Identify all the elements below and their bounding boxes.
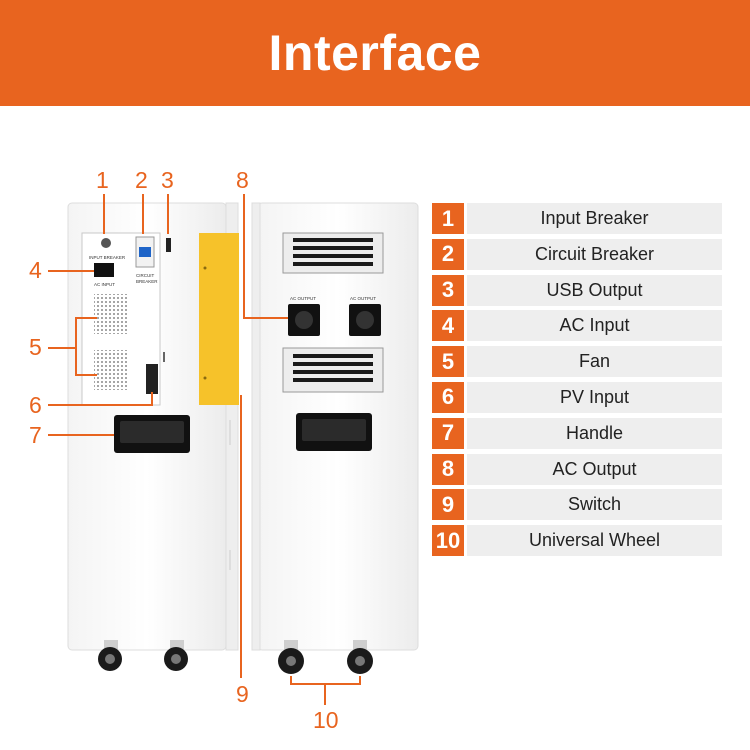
fan-grill-top <box>94 294 128 334</box>
ac-input-socket <box>94 263 114 277</box>
yellow-side-panel <box>199 233 239 405</box>
legend-number: 6 <box>432 381 464 413</box>
legend-number: 5 <box>432 346 464 378</box>
callout-1: 1 <box>96 167 109 193</box>
right-unit-front: AC OUTPUT AC OUTPUT <box>251 202 419 674</box>
legend-row: 7 Handle <box>432 417 722 449</box>
callout-6: 6 <box>29 392 42 418</box>
ac-output-text-2: AC OUTPUT <box>350 296 376 301</box>
legend-row: 3 USB Output <box>432 274 722 306</box>
pv-input-port <box>146 364 158 394</box>
legend-label: PV Input <box>467 381 722 413</box>
legend-number: 8 <box>432 453 464 485</box>
leader-lines <box>48 194 361 705</box>
legend-row: 8 AC Output <box>432 453 722 485</box>
legend-number: 9 <box>432 489 464 521</box>
legend-label: Fan <box>467 346 722 378</box>
title-banner: Interface <box>0 0 750 106</box>
legend-number: 1 <box>432 203 464 234</box>
legend-label: Switch <box>467 489 722 521</box>
legend-row: 2 Circuit Breaker <box>432 238 722 270</box>
input-breaker-text: INPUT BREAKER <box>89 255 126 260</box>
fan-grill-bottom <box>94 350 128 390</box>
ac-input-text: AC INPUT <box>94 282 115 287</box>
legend-row: 4 AC Input <box>432 310 722 342</box>
left-wheel-2 <box>164 640 188 671</box>
legend-row: 5 Fan <box>432 346 722 378</box>
right-wheel-2 <box>347 640 373 674</box>
callout-7: 7 <box>29 422 42 448</box>
callout-2: 2 <box>135 167 148 193</box>
page-title: Interface <box>268 25 482 81</box>
legend-row: 10 Universal Wheel <box>432 525 722 557</box>
legend-number: 4 <box>432 310 464 342</box>
legend-number: 7 <box>432 417 464 449</box>
legend-number: 10 <box>432 525 464 557</box>
callout-5: 5 <box>29 334 42 360</box>
legend-label: AC Output <box>467 453 722 485</box>
legend: 1 Input Breaker 2 Circuit Breaker 3 USB … <box>432 203 722 561</box>
circuit-breaker-text-1: CIRCUIT <box>136 273 154 278</box>
legend-label: Input Breaker <box>467 203 722 234</box>
circuit-breaker-text-2: BREAKER <box>136 279 158 284</box>
left-wheel-1 <box>98 640 122 671</box>
callout-4: 4 <box>29 257 42 283</box>
right-wheel-1 <box>278 640 304 674</box>
callout-9: 9 <box>236 681 249 707</box>
usb-port <box>166 238 171 252</box>
legend-label: USB Output <box>467 274 722 306</box>
legend-label: Handle <box>467 417 722 449</box>
legend-number: 3 <box>432 274 464 306</box>
legend-label: Universal Wheel <box>467 525 722 557</box>
callout-10: 10 <box>313 707 339 733</box>
callout-3: 3 <box>161 167 174 193</box>
legend-label: Circuit Breaker <box>467 238 722 270</box>
input-breaker-knob <box>101 238 111 248</box>
legend-row: 6 PV Input <box>432 381 722 413</box>
legend-row: 1 Input Breaker <box>432 203 722 234</box>
callout-8: 8 <box>236 167 249 193</box>
legend-number: 2 <box>432 238 464 270</box>
legend-row: 9 Switch <box>432 489 722 521</box>
ac-output-text-1: AC OUTPUT <box>290 296 316 301</box>
legend-label: AC Input <box>467 310 722 342</box>
